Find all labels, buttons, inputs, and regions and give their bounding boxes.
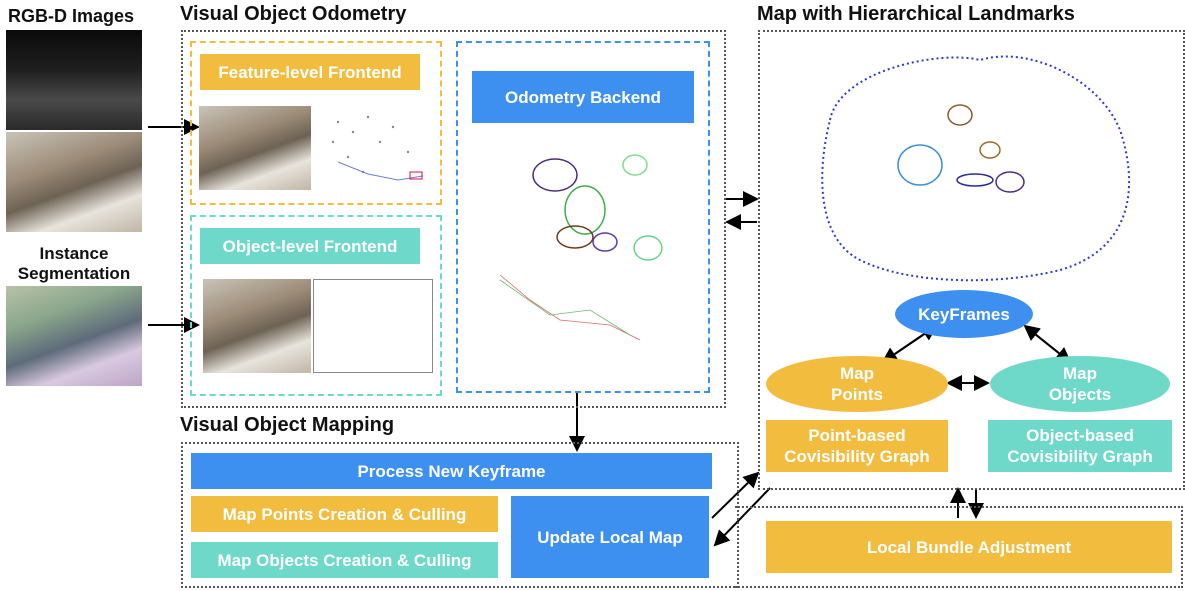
backend-panel [456,41,710,393]
feature-points-visual [331,115,424,181]
vom-title: Visual Object Mapping [180,414,395,436]
map-objects-node: Map Objects [990,356,1170,412]
feature-image [199,106,311,190]
backend-label: Odometry Backend [472,71,694,123]
map-title: Map with Hierarchical Landmarks [757,3,1075,25]
object-image [203,279,311,373]
vo-title: Visual Object Odometry [180,3,407,25]
map-region [758,30,1185,490]
map-points-culling-box: Map Points Creation & Culling [191,496,498,532]
object-covisibility-graph: Object-based Covisibility Graph [988,420,1172,472]
vom-region [181,442,739,588]
map-points-node: Map Points [766,356,948,412]
rgb-image [6,132,142,232]
point-covisibility-graph: Point-based Covisibility Graph [766,420,948,472]
instance-seg-image [6,286,142,386]
keyframes-node: KeyFrames [895,290,1033,338]
object-frontend-panel [190,215,442,396]
local-bundle-adjustment-box: Local Bundle Adjustment [766,521,1172,573]
backend-visual [499,154,663,341]
feature-frontend-label: Feature-level Frontend [200,54,420,90]
map-visual [821,55,1131,282]
depth-image [6,30,142,130]
feature-frontend-panel [190,41,442,205]
bundle-region [735,506,1183,588]
vo-region [181,30,726,408]
map-objects-culling-box: Map Objects Creation & Culling [191,542,498,578]
instance-seg-title: Instance Segmentation [17,244,131,283]
object-frontend-label: Object-level Frontend [200,228,420,264]
rgbd-title: RGB-D Images [8,6,135,26]
process-keyframe-box: Process New Keyframe [191,453,712,489]
object-graph-visual [313,279,433,373]
update-local-map-box: Update Local Map [511,496,709,578]
